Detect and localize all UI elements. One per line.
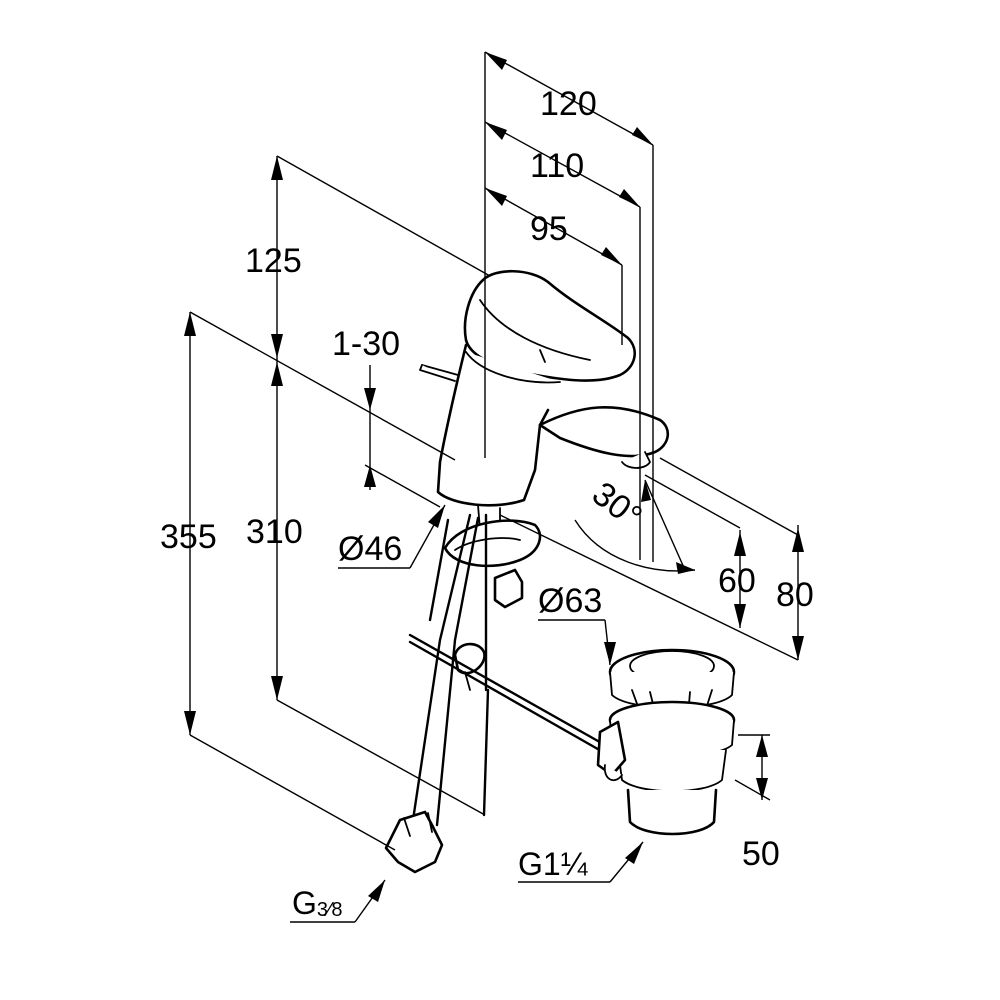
waste-thread-label: G1¼ — [518, 846, 589, 882]
supply-thread-prefix: G — [292, 885, 317, 921]
dimension-lines — [189, 51, 799, 923]
waste-valve — [596, 648, 736, 836]
dim-310: 310 — [246, 513, 303, 551]
dim-diameter-46: Ø46 — [338, 530, 402, 568]
supply-thread-label: G3⁄8 — [292, 885, 342, 921]
supply-thread-fraction: 3⁄8 — [317, 899, 343, 921]
dim-110: 110 — [530, 147, 584, 185]
dim-50: 50 — [742, 835, 780, 873]
dim-80: 80 — [776, 576, 814, 614]
thread-labels: G1¼ G3⁄8 — [292, 846, 589, 921]
dimension-labels: 120 110 95 125 1-30 355 310 Ø46 30° 60 8… — [160, 85, 814, 873]
dim-diameter-63: Ø63 — [538, 582, 602, 620]
arrowheads — [184, 52, 804, 902]
dim-355: 355 — [160, 518, 217, 556]
dim-1-30: 1-30 — [332, 325, 400, 363]
dim-120: 120 — [540, 85, 597, 123]
faucet-body — [384, 269, 669, 874]
dim-95: 95 — [530, 210, 568, 248]
dim-125: 125 — [245, 242, 302, 280]
dim-60: 60 — [718, 562, 756, 600]
